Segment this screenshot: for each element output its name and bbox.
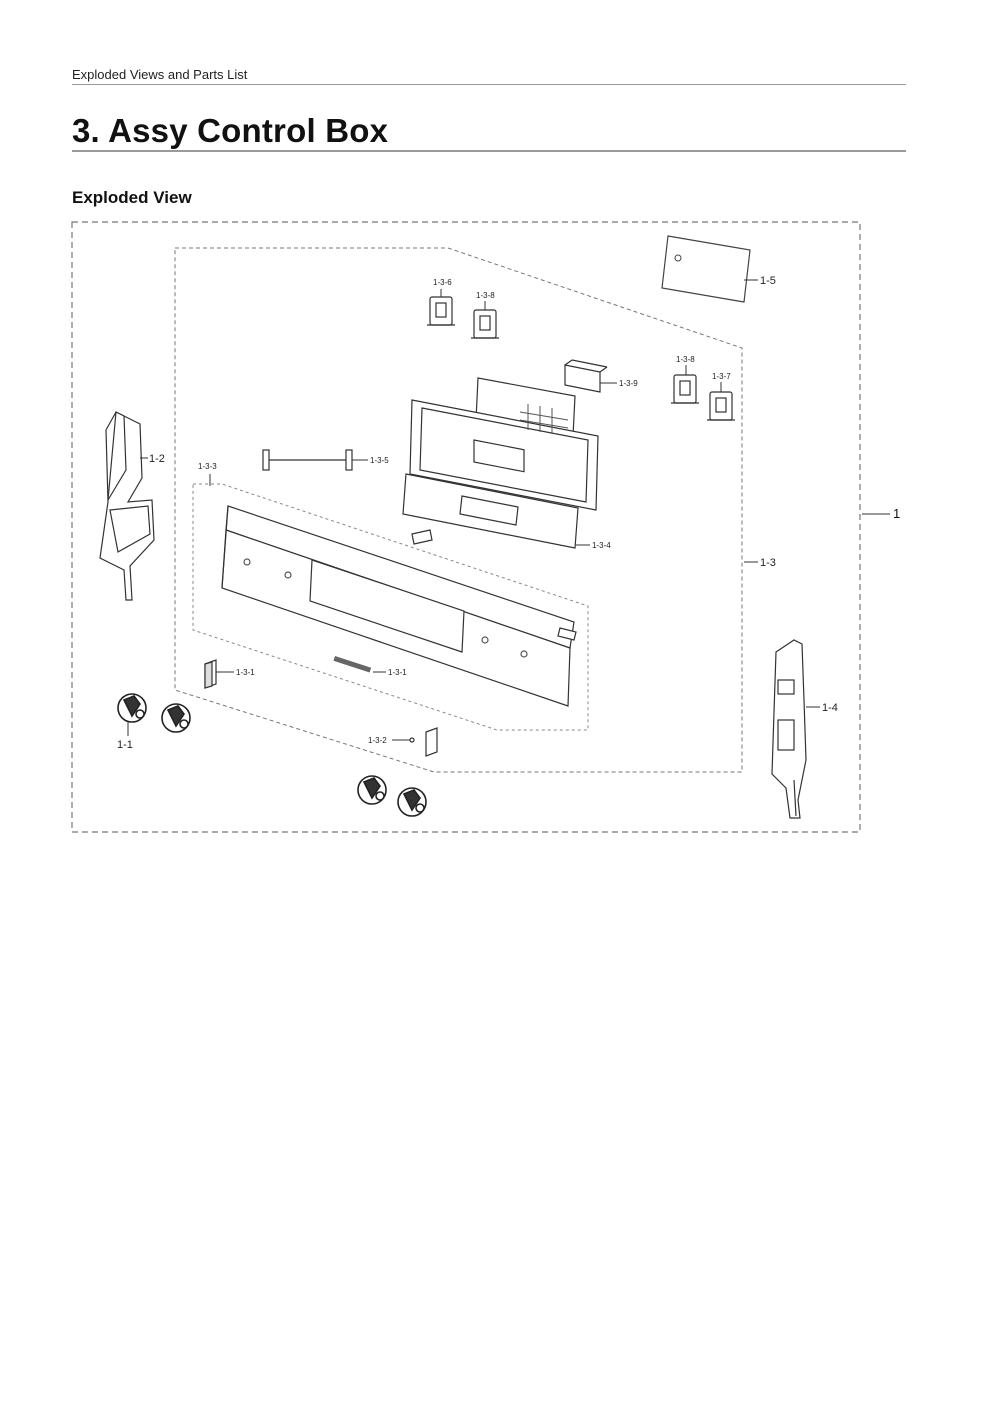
callout-1-5: 1-5 — [760, 275, 776, 287]
part-switch-1-3-8-right — [671, 374, 699, 404]
part-switch-1-3-7 — [707, 391, 735, 421]
callout-1-3: 1-3 — [760, 557, 776, 569]
callout-1-4: 1-4 — [822, 702, 838, 714]
callout-1-1: 1-1 — [117, 739, 133, 751]
callout-1: 1 — [893, 506, 900, 521]
callout-1-3-3: 1-3-3 — [198, 462, 217, 471]
callout-1-3-2: 1-3-2 — [368, 736, 387, 745]
part-bracket-right-1-4 — [771, 639, 807, 819]
callout-1-3-1: 1-3-1 — [236, 668, 255, 677]
part-spacer-1-3-2 — [409, 727, 438, 757]
assembly-boundary — [71, 221, 861, 833]
callout-1-3-8-top: 1-3-8 — [476, 291, 495, 300]
part-bracket-left-1-2 — [99, 411, 155, 601]
part-rod-1-3-5 — [262, 449, 353, 471]
running-header: Exploded Views and Parts List — [72, 67, 248, 82]
callout-1-2: 1-2 — [149, 453, 165, 465]
part-window-1-3-4 — [402, 473, 579, 549]
part-connector-1-3-9 — [564, 359, 608, 393]
part-control-panel — [221, 505, 577, 707]
title-rule — [72, 150, 906, 152]
part-spacer-1-3-1 — [204, 659, 217, 689]
section-heading: Exploded View — [72, 188, 192, 207]
callout-1-3-5: 1-3-5 — [370, 456, 389, 465]
leader-lines — [127, 279, 890, 741]
part-switch-1-3-6 — [427, 296, 455, 326]
callout-1-3-6: 1-3-6 — [433, 278, 452, 287]
callout-1-3-4: 1-3-4 — [592, 541, 611, 550]
callout-1-3-7: 1-3-7 — [712, 372, 731, 381]
callout-1-3-9: 1-3-9 — [619, 379, 638, 388]
part-label-card — [661, 235, 751, 303]
subassembly-1-3-3-boundary — [192, 483, 589, 731]
part-knob-2 — [161, 703, 191, 733]
part-knob-1 — [117, 693, 147, 723]
callout-1-3-1-b: 1-3-1 — [388, 668, 407, 677]
part-knob-3 — [357, 775, 387, 805]
page-title: 3. Assy Control Box — [72, 112, 389, 149]
part-knob-4 — [397, 787, 427, 817]
part-switch-1-3-8-top — [471, 309, 499, 339]
header-rule — [72, 84, 906, 85]
subassembly-1-3-boundary — [174, 247, 743, 773]
callout-1-3-8-right: 1-3-8 — [676, 355, 695, 364]
part-display-frame — [409, 377, 599, 511]
